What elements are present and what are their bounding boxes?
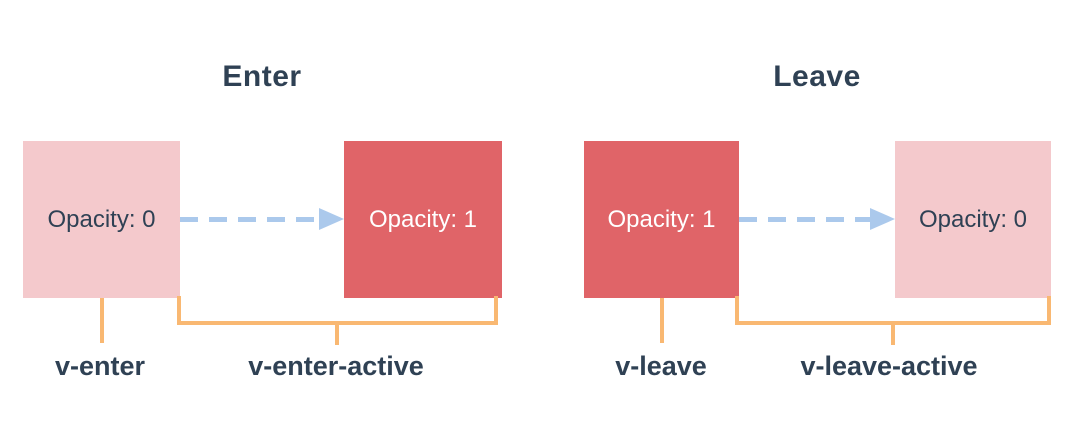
leave-end-box-label: Opacity: 0 <box>918 205 1028 233</box>
leave-start-box: Opacity: 1 <box>584 141 739 298</box>
v-leave-pointer-line <box>660 298 664 343</box>
enter-end-box: Opacity: 1 <box>344 141 502 298</box>
enter-section-title: Enter <box>222 60 302 93</box>
enter-start-box: Opacity: 0 <box>23 141 180 298</box>
enter-end-box-label: Opacity: 1 <box>368 205 478 233</box>
dashed-line <box>180 216 319 222</box>
v-leave-active-label: v-leave-active <box>800 351 978 381</box>
v-leave-active-bracket-stem <box>891 321 895 345</box>
v-enter-pointer-line <box>100 298 104 343</box>
leave-start-box-label: Opacity: 1 <box>607 205 716 233</box>
arrow-head-icon <box>870 208 895 230</box>
leave-section-title: Leave <box>773 60 861 93</box>
enter-start-box-label: Opacity: 0 <box>47 205 156 233</box>
leave-transition-arrow <box>739 208 895 230</box>
enter-transition-arrow <box>180 208 344 230</box>
dashed-line <box>739 216 870 222</box>
arrow-head-icon <box>319 208 344 230</box>
v-leave-label: v-leave <box>615 351 707 381</box>
v-enter-active-label: v-enter-active <box>248 351 424 381</box>
leave-end-box: Opacity: 0 <box>895 141 1051 298</box>
v-enter-active-bracket-stem <box>335 321 339 345</box>
v-enter-label: v-enter <box>54 351 146 381</box>
